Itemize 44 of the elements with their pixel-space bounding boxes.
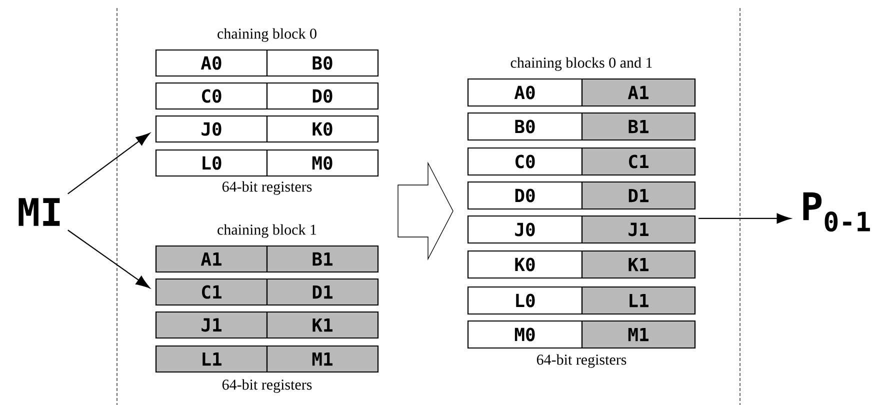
register-cell: K0 — [467, 250, 583, 279]
block-heading: chaining block 0 — [218, 28, 316, 42]
arrow — [698, 213, 791, 224]
arrow — [68, 132, 150, 194]
register-cell: J1 — [581, 215, 696, 244]
register-cell: B1 — [266, 245, 379, 273]
register-cell: L0 — [467, 286, 583, 315]
output-label: P$_{0-1}$ — [803, 192, 870, 232]
register-cell: J0 — [467, 215, 583, 244]
register-cell: D1 — [581, 181, 696, 210]
register-cell: K0 — [266, 115, 379, 143]
register-cell: D0 — [467, 181, 583, 210]
register-caption: 64-bit registers — [222, 181, 312, 195]
register-caption: 64-bit registers — [536, 354, 626, 368]
register-cell: A1 — [581, 78, 696, 107]
register-cell: K1 — [581, 250, 696, 279]
block-heading: chaining blocks 0 and 1 — [510, 57, 652, 71]
register-cell: L1 — [155, 345, 268, 373]
block-heading: chaining block 1 — [218, 224, 316, 238]
register-cell: L1 — [581, 286, 696, 315]
register-cell: C1 — [581, 147, 696, 176]
register-cell: K1 — [266, 311, 379, 339]
register-cell: B0 — [467, 112, 583, 141]
register-cell: M1 — [581, 320, 696, 349]
register-cell: A0 — [155, 49, 268, 77]
register-cell: C0 — [467, 147, 583, 176]
register-cell: J1 — [155, 311, 268, 339]
register-cell: L0 — [155, 149, 268, 177]
register-cell: B0 — [266, 49, 379, 77]
register-cell: A0 — [467, 78, 583, 107]
register-cell: C1 — [155, 278, 268, 306]
register-cell: A1 — [155, 245, 268, 273]
input-label: MI — [18, 198, 60, 226]
register-cell: M0 — [467, 320, 583, 349]
register-cell: J0 — [155, 115, 268, 143]
register-cell: B1 — [581, 112, 696, 141]
register-cell: D0 — [266, 82, 379, 110]
block-arrow — [398, 162, 454, 260]
arrow — [68, 230, 150, 288]
register-caption: 64-bit registers — [222, 379, 312, 393]
register-cell: C0 — [155, 82, 268, 110]
register-cell: M0 — [266, 149, 379, 177]
register-cell: D1 — [266, 278, 379, 306]
register-cell: M1 — [266, 345, 379, 373]
